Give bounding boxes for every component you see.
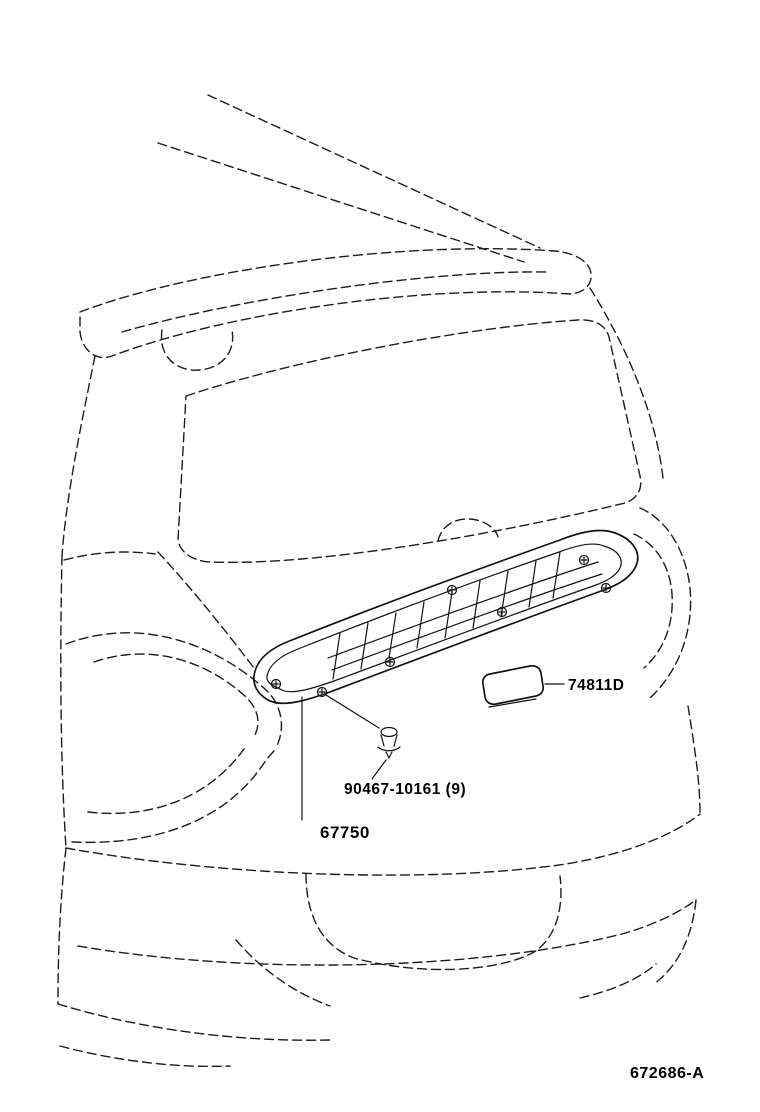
figure-code: 672686-A	[630, 1065, 704, 1082]
trim-panel-clips	[270, 554, 612, 698]
bumper-right-corner	[653, 899, 697, 985]
bumper-left-corner	[57, 847, 67, 1005]
bumper-bottom-right-lip	[579, 963, 657, 999]
left-dpillar-inner	[157, 551, 255, 669]
leader-panel-to-clip	[325, 694, 380, 729]
trim-panel-rails	[327, 561, 603, 671]
right-body-side	[687, 705, 701, 815]
part-label-74811d[interactable]: 74811D	[568, 677, 624, 694]
lamp-cover-74811d-base	[488, 698, 537, 708]
taillight-left-lower	[71, 747, 277, 844]
taillight-right-outer	[639, 507, 692, 699]
spoiler-end-cap	[160, 329, 234, 371]
left-pillar	[61, 355, 96, 557]
clip-cross-marks	[272, 556, 610, 696]
spoiler-outline	[79, 248, 592, 359]
leader-clip-to-90467-label	[371, 759, 387, 780]
car-body-outline	[57, 94, 701, 1068]
bumper-detail-diagonal	[235, 939, 331, 1007]
part-label-67750[interactable]: 67750	[320, 823, 370, 842]
left-shoulder-crease	[63, 551, 156, 561]
right-pillar	[589, 287, 664, 479]
leader-lines	[301, 683, 565, 821]
taillight-left-outer	[65, 632, 283, 749]
roof-edge-line-1	[207, 94, 541, 249]
bumper-bottom-left-lip	[59, 1045, 231, 1068]
roof-edge-line-2	[157, 142, 525, 263]
rear-glass-handle-bump	[437, 518, 499, 542]
rear-glass-outline	[177, 319, 642, 564]
trim-panel-outline	[253, 529, 639, 705]
lamp-cover-74811d	[481, 664, 545, 706]
bumper-mid-crease	[77, 899, 697, 966]
bumper-bottom-left-edge	[57, 1003, 331, 1041]
trim-panel-inner-outline	[266, 543, 622, 693]
left-body-side	[60, 555, 67, 849]
bumper-top-edge	[65, 813, 701, 876]
trim-panel-ribs	[332, 551, 561, 680]
taillight-left-inner-1	[93, 653, 259, 736]
trim-panel-drawing	[253, 529, 639, 759]
part-label-90467-10161[interactable]: 90467-10161 (9)	[344, 781, 466, 798]
taillight-left-inner-2	[87, 745, 247, 815]
taillight-right-inner	[633, 533, 673, 669]
push-clip-drawing	[377, 726, 401, 759]
bumper-plate-recess	[305, 873, 562, 971]
spoiler-inner-line	[121, 271, 549, 333]
